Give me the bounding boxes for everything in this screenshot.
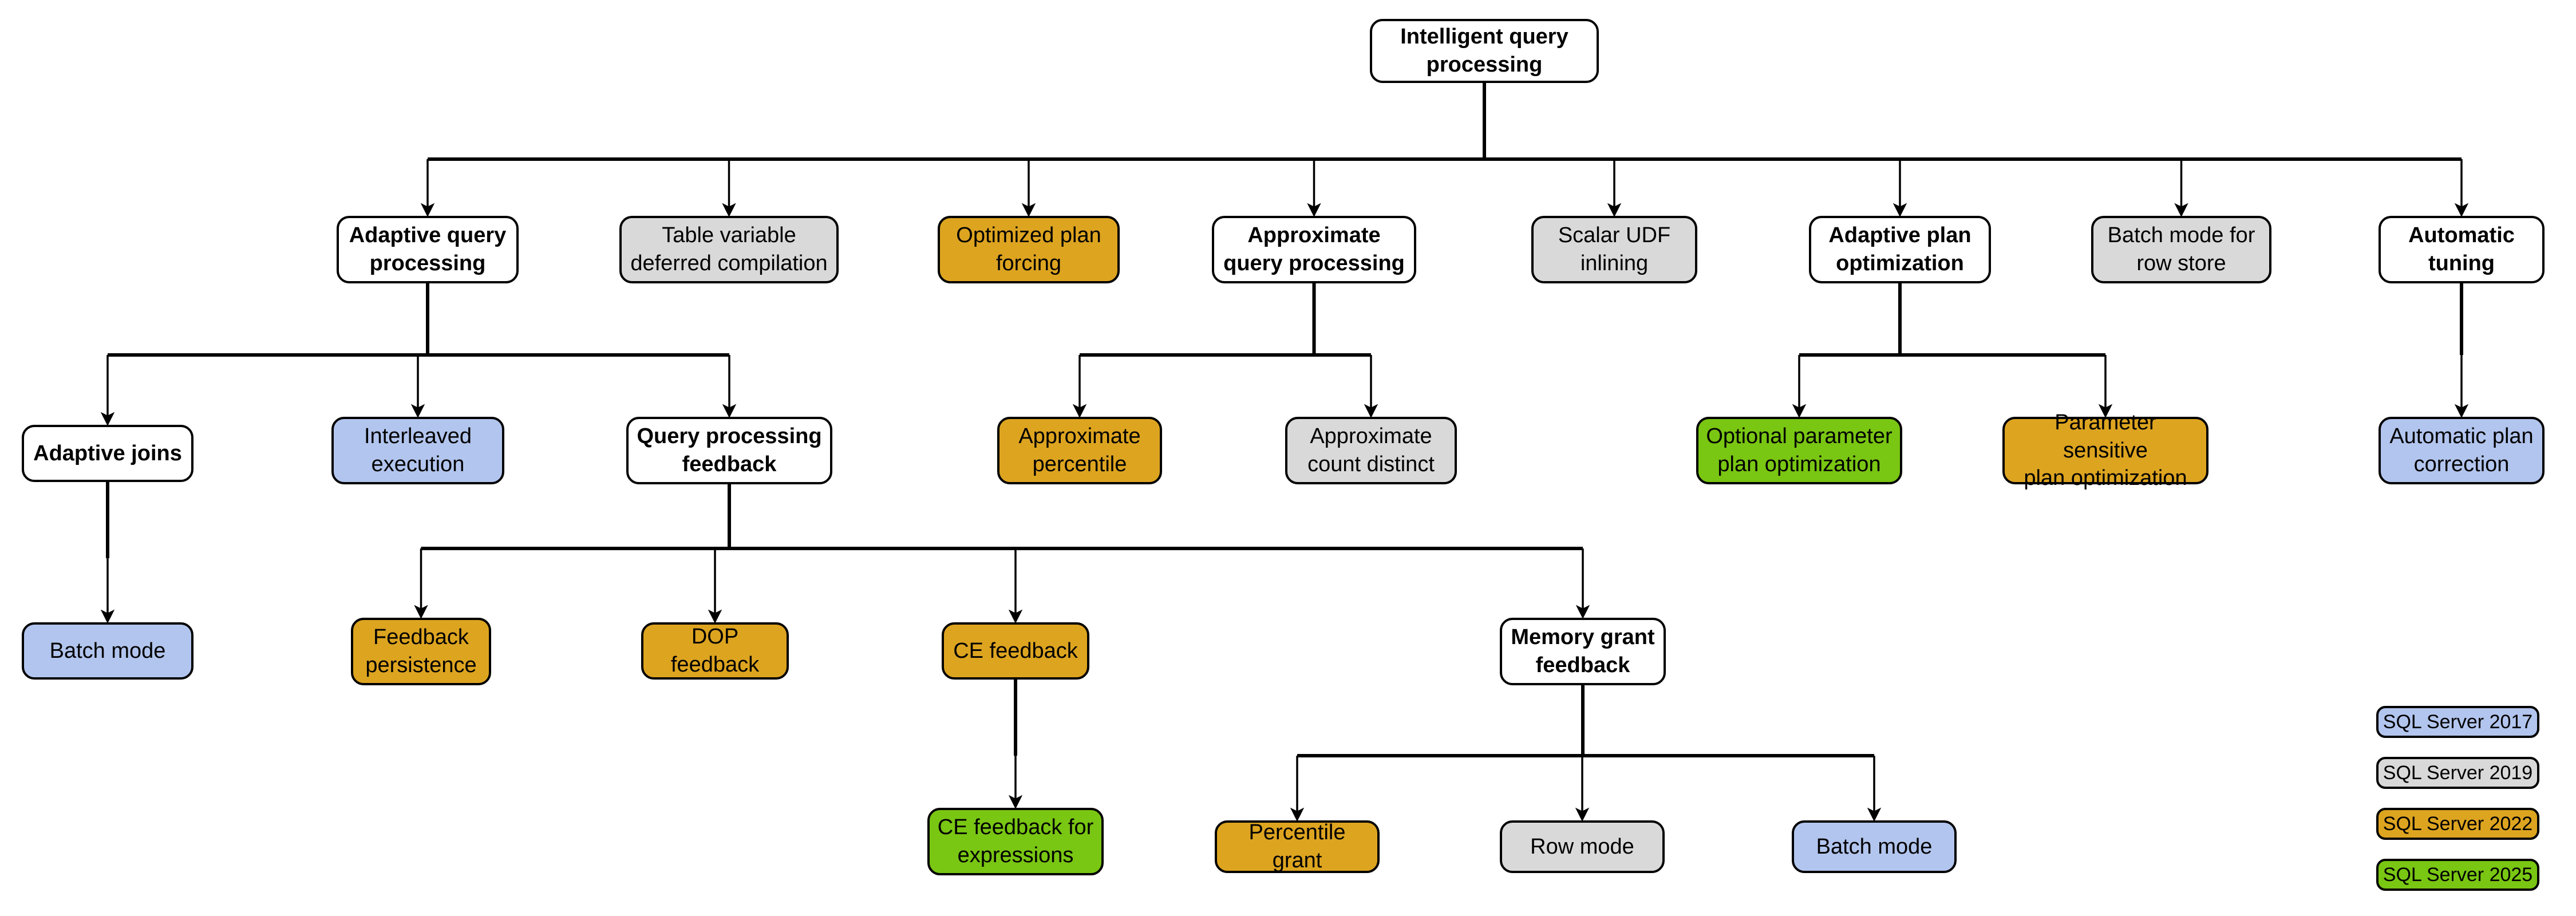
node-autotune[interactable]: Automatic tuning xyxy=(2379,216,2545,283)
node-batchmode1[interactable]: Batch mode xyxy=(22,622,193,680)
node-qpf[interactable]: Query processing feedback xyxy=(626,417,832,484)
node-opf[interactable]: Optimized plan forcing xyxy=(938,216,1120,283)
node-apo[interactable]: Adaptive plan optimization xyxy=(1809,216,1991,283)
node-apc[interactable]: Automatic plan correction xyxy=(2379,417,2545,484)
node-udf[interactable]: Scalar UDF inlining xyxy=(1531,216,1697,283)
legend-item-sql-server-2017: SQL Server 2017 xyxy=(2376,706,2539,738)
node-pctgrant[interactable]: Percentile grant xyxy=(1215,820,1380,873)
node-approxpct[interactable]: Approximate percentile xyxy=(997,417,1162,484)
node-mgf[interactable]: Memory grant feedback xyxy=(1500,618,1666,685)
node-root[interactable]: Intelligent query processing xyxy=(1370,19,1599,83)
node-rowmode[interactable]: Row mode xyxy=(1500,820,1665,873)
node-aqp[interactable]: Adaptive query processing xyxy=(337,216,519,283)
node-approxqp[interactable]: Approximate query processing xyxy=(1212,216,1416,283)
legend-item-sql-server-2022: SQL Server 2022 xyxy=(2376,808,2539,840)
node-oppo[interactable]: Optional parameter plan optimization xyxy=(1696,417,1902,484)
node-dopfb[interactable]: DOP feedback xyxy=(641,622,789,680)
node-approxcd[interactable]: Approximate count distinct xyxy=(1285,417,1457,484)
node-cefb[interactable]: CE feedback xyxy=(942,622,1089,680)
node-psp[interactable]: Parameter sensitive plan optimization xyxy=(2002,410,2208,490)
node-tvdc[interactable]: Table variable deferred compilation xyxy=(619,216,839,283)
legend-item-sql-server-2019: SQL Server 2019 xyxy=(2376,757,2539,789)
node-fbpersist[interactable]: Feedback persistence xyxy=(351,618,491,685)
node-bmrs[interactable]: Batch mode for row store xyxy=(2091,216,2271,283)
legend-item-sql-server-2025: SQL Server 2025 xyxy=(2376,859,2539,891)
node-interleaved[interactable]: Interleaved execution xyxy=(331,417,504,484)
node-cefbexpr[interactable]: CE feedback for expressions xyxy=(927,808,1104,875)
node-batchmode2[interactable]: Batch mode xyxy=(1792,820,1957,873)
node-adaptjoins[interactable]: Adaptive joins xyxy=(22,425,193,482)
